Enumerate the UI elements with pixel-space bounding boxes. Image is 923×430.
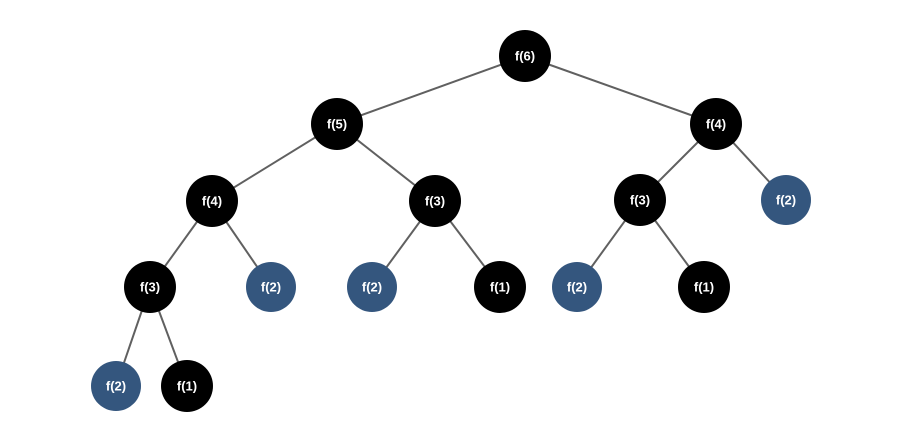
tree-node-f4-n3: f(4) bbox=[186, 175, 238, 227]
tree-node-label: f(3) bbox=[630, 193, 650, 208]
tree-edge bbox=[524, 55, 717, 125]
tree-node-label: f(2) bbox=[106, 379, 126, 394]
tree-node-label: f(2) bbox=[261, 280, 281, 295]
node-circle bbox=[311, 98, 363, 150]
node-circle bbox=[474, 261, 526, 313]
tree-node-f2-n6: f(2) bbox=[761, 175, 811, 225]
highlighted-node-circle bbox=[246, 262, 296, 312]
tree-node-f4-n2: f(4) bbox=[690, 98, 742, 150]
tree-node-label: f(4) bbox=[706, 117, 726, 132]
tree-node-f5-n1: f(5) bbox=[311, 98, 363, 150]
tree-node-f6-n0: f(6) bbox=[499, 30, 551, 82]
tree-node-label: f(6) bbox=[515, 49, 535, 64]
node-circle bbox=[124, 261, 176, 313]
tree-node-f1-n14: f(1) bbox=[161, 360, 213, 412]
node-circle bbox=[614, 174, 666, 226]
tree-node-label: f(1) bbox=[694, 280, 714, 295]
tree-node-f2-n13: f(2) bbox=[91, 361, 141, 411]
tree-node-f2-n11: f(2) bbox=[552, 262, 602, 312]
tree-node-f3-n5: f(3) bbox=[614, 174, 666, 226]
tree-nodes: f(6) f(5) f(4) f(4) f(3) f(3) f(2) f(3) f(2) f(2)… bbox=[91, 30, 811, 412]
node-circle bbox=[499, 30, 551, 82]
highlighted-node-circle bbox=[347, 262, 397, 312]
tree-node-label: f(3) bbox=[140, 280, 160, 295]
tree-node-label: f(2) bbox=[362, 280, 382, 295]
tree-edge bbox=[336, 55, 526, 125]
node-circle bbox=[186, 175, 238, 227]
tree-node-f3-n4: f(3) bbox=[409, 175, 461, 227]
node-circle bbox=[678, 261, 730, 313]
tree-node-f2-n9: f(2) bbox=[347, 262, 397, 312]
node-circle bbox=[409, 175, 461, 227]
highlighted-node-circle bbox=[552, 262, 602, 312]
tree-node-f2-n8: f(2) bbox=[246, 262, 296, 312]
highlighted-node-circle bbox=[91, 361, 141, 411]
tree-node-label: f(4) bbox=[202, 194, 222, 209]
tree-node-f3-n7: f(3) bbox=[124, 261, 176, 313]
node-circle bbox=[161, 360, 213, 412]
tree-node-f1-n10: f(1) bbox=[474, 261, 526, 313]
tree-node-f1-n12: f(1) bbox=[678, 261, 730, 313]
tree-node-label: f(5) bbox=[327, 117, 347, 132]
tree-node-label: f(3) bbox=[425, 194, 445, 209]
tree-node-label: f(1) bbox=[177, 379, 197, 394]
tree-node-label: f(2) bbox=[567, 280, 587, 295]
tree-node-label: f(2) bbox=[776, 193, 796, 208]
tree-node-label: f(1) bbox=[490, 280, 510, 295]
node-circle bbox=[690, 98, 742, 150]
highlighted-node-circle bbox=[761, 175, 811, 225]
